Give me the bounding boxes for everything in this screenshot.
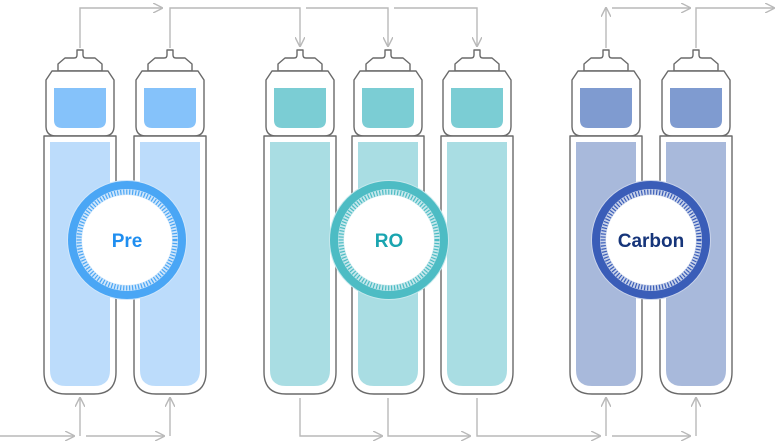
stage-badge: Carbon	[591, 180, 711, 300]
flow-line-top-4	[394, 7, 477, 46]
flow-line-bottom-7	[476, 398, 600, 436]
stage-pre: Pre	[43, 49, 207, 395]
stage-carbon: Carbon	[569, 49, 733, 395]
flow-line-top-2	[169, 7, 300, 48]
stage-ro: RO	[263, 49, 514, 395]
flow-line-bottom-5	[299, 398, 382, 436]
stage-badge: RO	[329, 180, 449, 300]
filter-cartridge	[440, 49, 514, 395]
flow-line-bottom-6	[387, 398, 470, 436]
flow-line-top-3	[306, 7, 388, 46]
stage-label: Pre	[112, 231, 143, 252]
stage-badge: Pre	[67, 180, 187, 300]
flow-line-top-7	[695, 8, 774, 48]
stage-label: RO	[375, 231, 404, 252]
flow-line-top-1	[79, 8, 162, 48]
filter-cartridge	[263, 49, 337, 395]
flow-lines	[0, 8, 774, 436]
stage-label: Carbon	[618, 231, 685, 252]
